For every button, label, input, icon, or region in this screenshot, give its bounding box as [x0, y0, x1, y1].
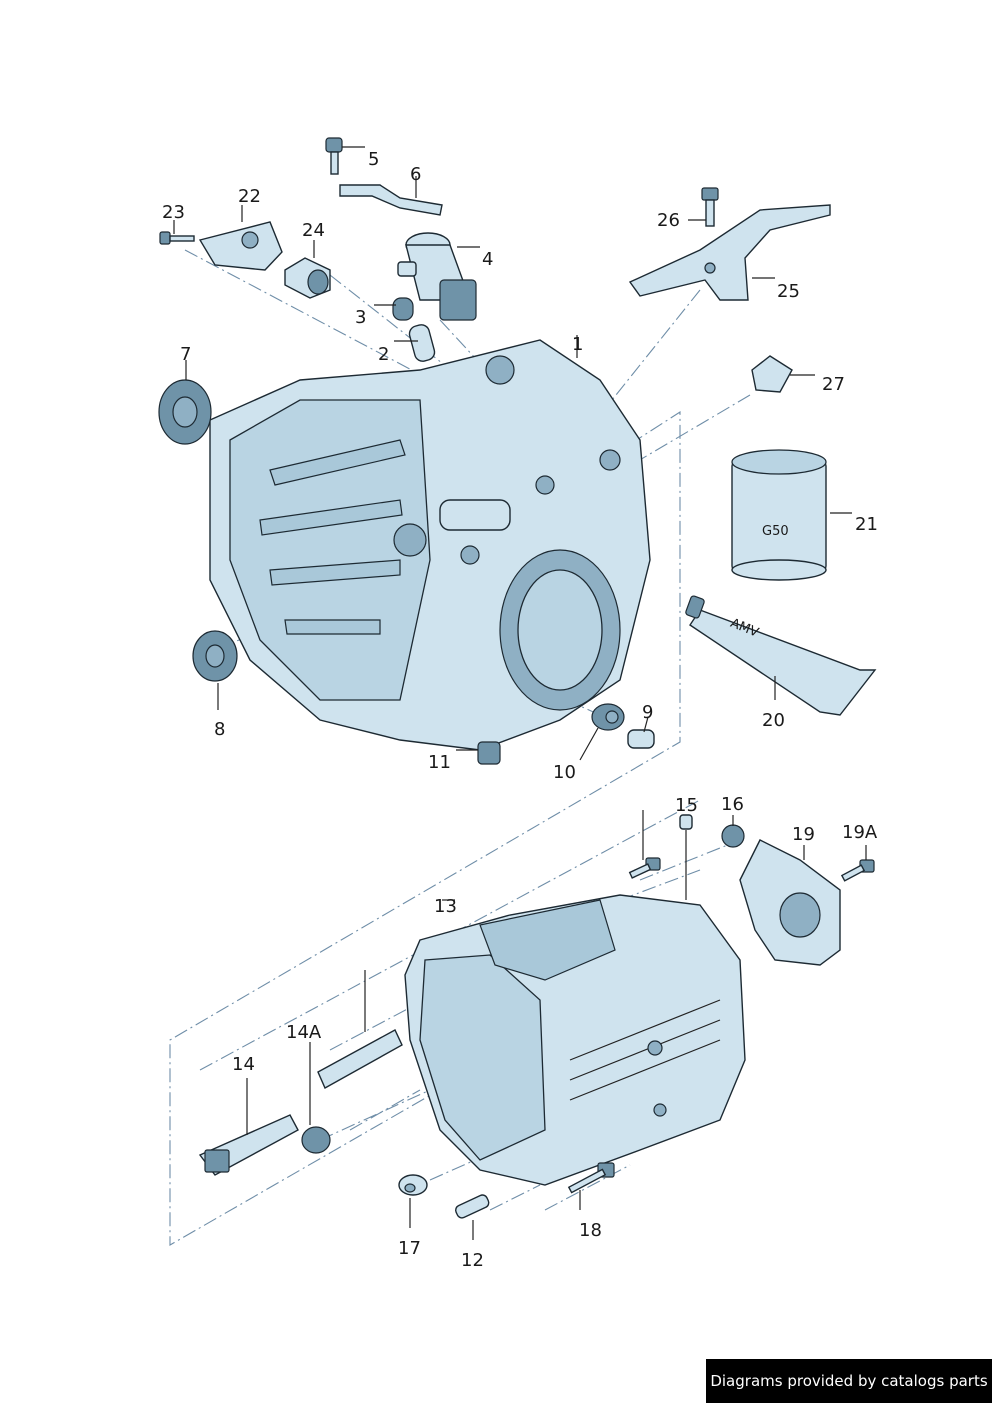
- nut-part-16: [721, 824, 745, 848]
- cap-part-3: [392, 297, 414, 321]
- tube-part-20: AMV: [685, 595, 877, 716]
- callout-27: 27: [822, 374, 845, 395]
- can-label: G50: [762, 524, 789, 539]
- callout-12: 12: [461, 1250, 484, 1271]
- bolt-lower: [628, 857, 661, 879]
- bracket-part-6: [339, 184, 443, 216]
- bolt-part-19a: [840, 859, 875, 882]
- pin-part-2: [408, 324, 436, 362]
- callout-7: 7: [180, 344, 191, 365]
- shift-rod-part-14: [198, 1114, 299, 1176]
- bolt-part-23: [159, 231, 195, 245]
- callout-24: 24: [302, 220, 325, 241]
- leader-lines: [173, 146, 867, 1240]
- bushing-part-14a: [301, 1126, 331, 1154]
- callout-25: 25: [777, 281, 800, 302]
- callout-18: 18: [579, 1220, 602, 1241]
- callout-8: 8: [214, 719, 225, 740]
- bushing-part-10: [591, 703, 625, 731]
- callout-19: 19: [792, 824, 815, 845]
- footer-credit-text: Diagrams provided by catalogs parts: [710, 1372, 988, 1390]
- pin-part-12: [455, 1194, 490, 1219]
- callout-22: 22: [238, 186, 261, 207]
- callout-14: 14: [232, 1054, 255, 1075]
- sleeve-part-15: [679, 814, 693, 830]
- transmission-housing-upper: [209, 339, 651, 751]
- callout-4: 4: [482, 249, 493, 270]
- callout-21: 21: [855, 514, 878, 535]
- bracket-part-22: [198, 221, 283, 271]
- footer-credit[interactable]: Diagrams provided by catalogs parts: [706, 1359, 992, 1403]
- callout-26: 26: [657, 210, 680, 231]
- callout-15: 15: [675, 795, 698, 816]
- callout-23: 23: [162, 202, 185, 223]
- callout-17: 17: [398, 1238, 421, 1259]
- switch-part-4: [397, 232, 477, 321]
- callout-14a: 14A: [286, 1022, 322, 1043]
- callout-1: 1: [572, 334, 583, 355]
- callout-20: 20: [762, 710, 785, 731]
- seal-part-7: [158, 379, 212, 445]
- callout-6: 6: [410, 164, 421, 185]
- callout-16: 16: [721, 794, 744, 815]
- plug-part-17: [398, 1174, 428, 1196]
- plug-part-9: [627, 729, 655, 749]
- sensor-part-24: [284, 257, 331, 299]
- seal-part-8: [192, 630, 238, 682]
- callout-2: 2: [378, 344, 389, 365]
- bolt-part-5: [325, 137, 343, 175]
- bolt-part-26: [701, 187, 719, 227]
- callout-19a: 19A: [842, 822, 878, 843]
- cover-part-19: [739, 839, 841, 966]
- screw-plug-part-11: [477, 741, 501, 765]
- callout-13: 13: [434, 896, 457, 917]
- callout-10: 10: [553, 762, 576, 783]
- callout-9: 9: [642, 702, 653, 723]
- callout-labels: 1 2 3 4 5 6 7 8 9 10 11 12 13 14 14A 15 …: [162, 149, 878, 1271]
- can-part-21: G50: [731, 449, 827, 581]
- cap-part-27: [751, 355, 793, 393]
- bolt-part-18: [567, 1162, 615, 1194]
- callout-11: 11: [428, 752, 451, 773]
- shaft: [317, 1029, 403, 1089]
- bracket-part-25: [628, 204, 831, 301]
- transmission-housing-lower: [404, 894, 746, 1186]
- callout-5: 5: [368, 149, 379, 170]
- callout-3: 3: [355, 307, 366, 328]
